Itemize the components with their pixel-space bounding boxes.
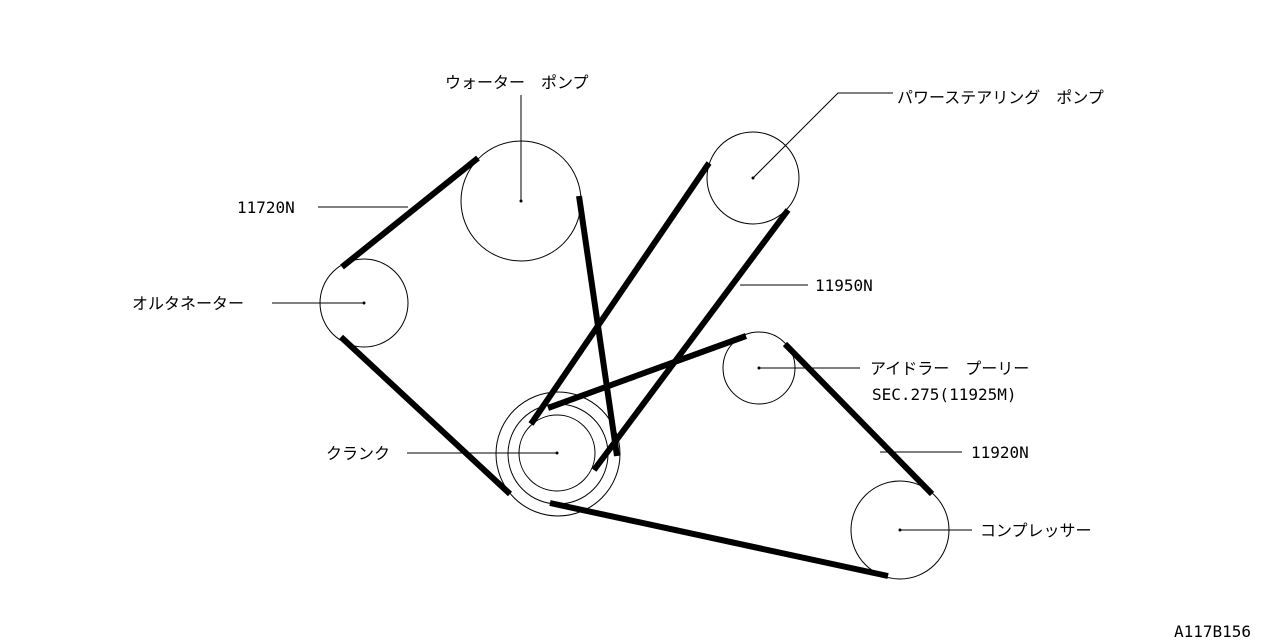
- crank-label: クランク: [326, 444, 390, 463]
- idler-section-label: SEC.275(11925M): [872, 385, 1017, 404]
- belt-11920n: [546, 333, 935, 579]
- idler-pulley-label: アイドラー プーリー: [870, 359, 1029, 378]
- leader-lines: [272, 92, 972, 531]
- power-steering-pump-pulley: [706, 131, 800, 225]
- power-steering-pump-label: パワーステアリング ポンプ: [897, 88, 1104, 107]
- figure-code: A117B156: [1174, 622, 1251, 640]
- compressor-label: コンプレッサー: [980, 521, 1092, 540]
- belt-11720n-label: 11720N: [237, 198, 295, 217]
- water-pump-label: ウォーター ポンプ: [445, 73, 589, 92]
- belt-11950n-label: 11950N: [815, 276, 873, 295]
- belt-11920n-label: 11920N: [971, 443, 1029, 462]
- alternator-label: オルタネーター: [132, 294, 244, 313]
- belt-11950n: [528, 161, 791, 472]
